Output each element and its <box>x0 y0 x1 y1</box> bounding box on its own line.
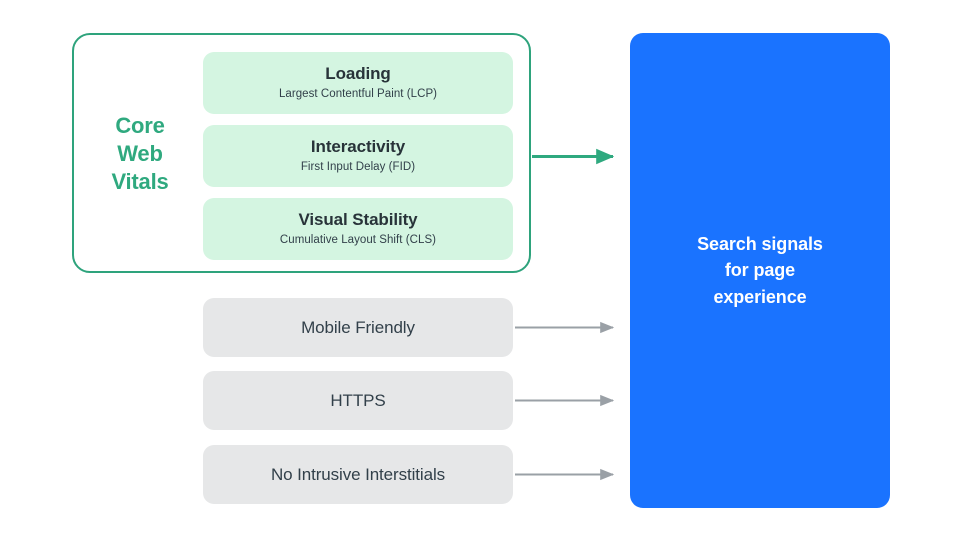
signal-card-https[interactable]: HTTPS <box>203 371 513 430</box>
search-signals-panel[interactable]: Search signals for page experience <box>630 33 890 508</box>
signal-card-mobile-friendly[interactable]: Mobile Friendly <box>203 298 513 357</box>
signal-card-no-intrusive-interstitials[interactable]: No Intrusive Interstitials <box>203 445 513 504</box>
signal-label: HTTPS <box>330 390 386 410</box>
vital-card-interactivity[interactable]: Interactivity First Input Delay (FID) <box>203 125 513 187</box>
vital-subtitle: Cumulative Layout Shift (CLS) <box>279 233 437 246</box>
core-web-vitals-group-label: Core Web Vitals <box>88 112 192 196</box>
core-web-vitals-group <box>72 33 531 273</box>
vital-title: Loading <box>325 63 391 83</box>
vital-subtitle: First Input Delay (FID) <box>300 160 416 173</box>
vital-subtitle: Largest Contentful Paint (LCP) <box>278 87 438 100</box>
vital-title: Interactivity <box>310 136 406 156</box>
core-web-vitals-label-line-2: Web <box>117 140 163 166</box>
core-web-vitals-label-line-1: Core <box>115 113 165 138</box>
vital-card-loading[interactable]: Loading Largest Contentful Paint (LCP) <box>203 52 513 114</box>
signal-label: Mobile Friendly <box>301 317 415 337</box>
vital-title: Visual Stability <box>298 209 418 229</box>
search-signals-panel-title: Search signals for page experience <box>697 234 823 307</box>
signal-label: No Intrusive Interstitials <box>270 464 446 484</box>
core-web-vitals-label-line-3: Vitals <box>111 168 169 194</box>
vital-card-visual-stability[interactable]: Visual Stability Cumulative Layout Shift… <box>203 198 513 260</box>
